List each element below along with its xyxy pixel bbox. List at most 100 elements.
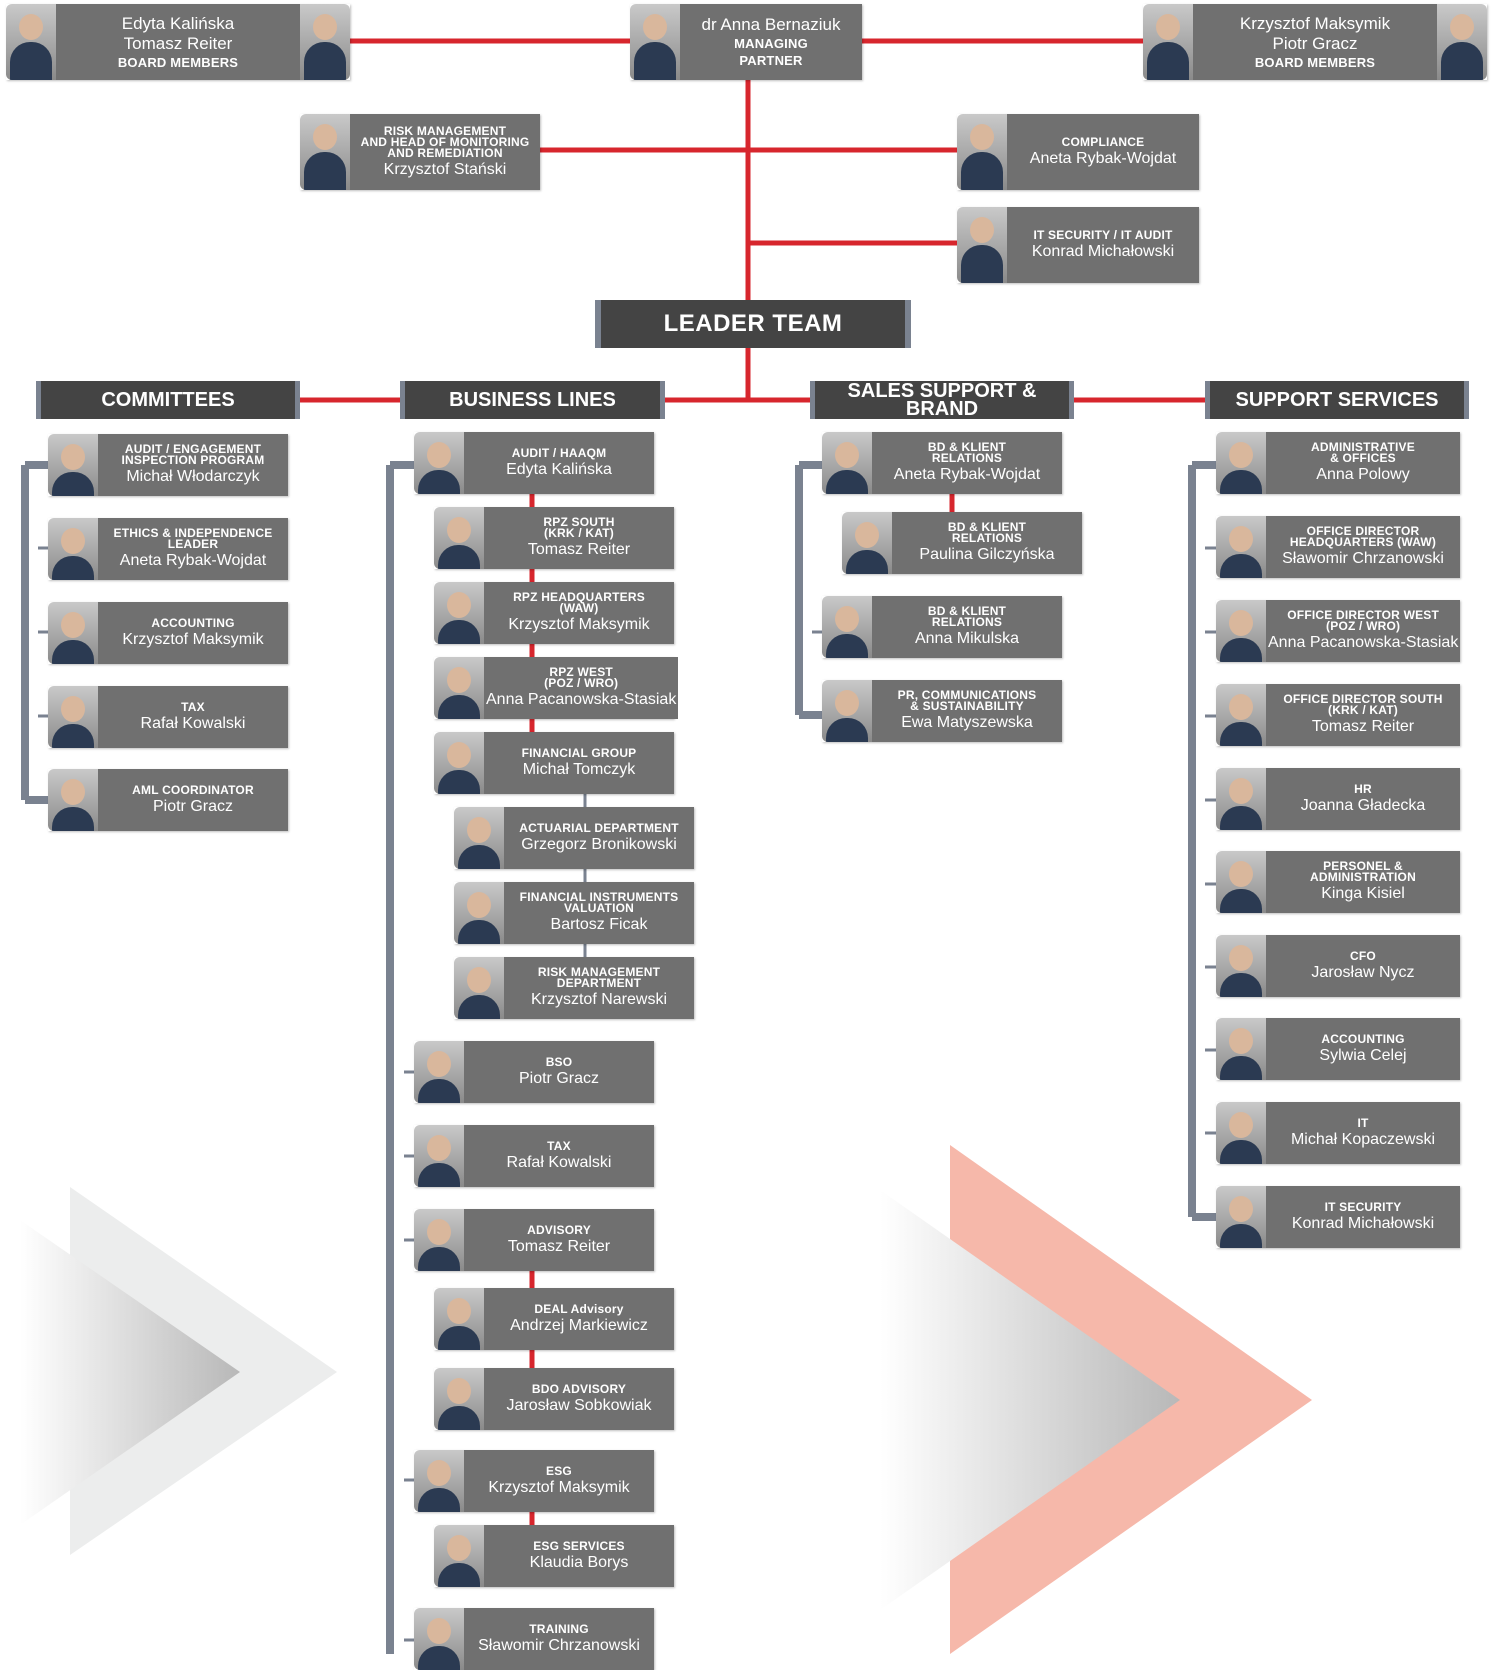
card-role: AUDIT / ENGAGEMENT INSPECTION PROGRAM (121, 442, 265, 467)
card-name: Bartosz Ficak (550, 916, 648, 933)
board-role: BOARD MEMBERS (117, 54, 239, 70)
card-role: AUDIT / HAAQM (511, 445, 607, 460)
portrait-photo (300, 4, 350, 80)
section-business-lines: BUSINESS LINES (400, 381, 665, 419)
portrait-photo (414, 1125, 464, 1187)
card-name: Paulina Gilczyńska (919, 546, 1055, 563)
card-role: IT SECURITY / IT AUDIT (1033, 227, 1173, 242)
card-name: Tomasz Reiter (527, 541, 631, 558)
card-name: Krzysztof Maksymik (488, 1478, 630, 1496)
support-service-card: OFFICE DIRECTOR WEST (POZ / WRO)Anna Pac… (1216, 600, 1461, 662)
section-title: BUSINESS LINES (449, 389, 616, 411)
card-role: ETHICS & INDEPENDENCE LEADER (113, 526, 273, 551)
card-role: RPZ WEST (POZ / WRO) (544, 665, 619, 690)
card-name: Michał Włodarczyk (126, 468, 260, 485)
card-name: Kinga Kisiel (1321, 885, 1405, 902)
card-role: ADVISORY (527, 1222, 591, 1237)
card-role: BDO ADVISORY (531, 1381, 627, 1396)
portrait-photo (957, 114, 1007, 190)
card-role: OFFICE DIRECTOR SOUTH (KRK / KAT) (1283, 692, 1443, 717)
portrait-photo (434, 507, 484, 569)
card-name: Tomasz Reiter (1311, 718, 1415, 735)
card-role: ESG (546, 1463, 572, 1478)
card-role: ESG SERVICES (533, 1538, 625, 1553)
portrait-photo (1216, 851, 1266, 913)
card-compliance: COMPLIANCE Aneta Rybak-Wojdat (957, 114, 1199, 190)
card-role: IT SECURITY (1324, 1199, 1402, 1214)
card-role: HR (1354, 781, 1372, 796)
card-role: PERSONEL & ADMINISTRATION (1310, 859, 1416, 884)
card-name: Aneta Rybak-Wojdat (893, 466, 1041, 483)
card-name: Krzysztof Maksymik (122, 630, 264, 648)
section-title: SUPPORT SERVICES (1235, 389, 1439, 411)
card-role: IT (1357, 1115, 1369, 1130)
chevron-gradient-left (20, 1220, 240, 1525)
portrait-photo (434, 582, 484, 644)
card-name: Grzegorz Bronikowski (521, 835, 677, 853)
portrait-photo (414, 432, 464, 494)
portrait-photo (1216, 432, 1266, 494)
card-name: Michał Kopaczewski (1290, 1130, 1436, 1148)
portrait-photo (1216, 768, 1266, 830)
card-name: Edyta Kalińska (506, 460, 612, 478)
card-role: FINANCIAL INSTRUMENTS VALUATION (519, 890, 679, 915)
card-name: Krzysztof Narewski (530, 991, 668, 1008)
card-role: CFO (1350, 948, 1376, 963)
section-title: SALES SUPPORT & BRAND (847, 380, 1037, 420)
card-role: RISK MANAGEMENT DEPARTMENT (537, 965, 661, 990)
card-name: Anna Mikulska (914, 630, 1020, 647)
portrait-photo (1216, 600, 1266, 662)
card-name: Konrad Michałowski (1031, 242, 1175, 260)
card-name: Klaudia Borys (529, 1553, 629, 1571)
card-name: Aneta Rybak-Wojdat (1029, 149, 1177, 167)
leader-team-header: LEADER TEAM (595, 300, 911, 348)
portrait-photo (454, 882, 504, 944)
card-it-security-audit: IT SECURITY / IT AUDIT Konrad Michałowsk… (957, 207, 1199, 283)
card-name: Rafał Kowalski (506, 1153, 612, 1171)
portrait-photo (454, 957, 504, 1019)
portrait-photo (414, 1450, 464, 1512)
portrait-photo (414, 1041, 464, 1103)
portrait-photo (434, 1368, 484, 1430)
support-service-card: OFFICE DIRECTOR HEADQUARTERS (WAW)Sławom… (1216, 516, 1460, 578)
portrait-photo (434, 1525, 484, 1587)
card-role: RPZ SOUTH (KRK / KAT) (543, 515, 615, 540)
card-name: Rafał Kowalski (140, 714, 246, 732)
card-name: Anna Polowy (1316, 466, 1410, 483)
card-name: Piotr Gracz (518, 1069, 599, 1087)
portrait-photo (822, 596, 872, 658)
card-role: RISK MANAGEMENT AND HEAD OF MONITORING A… (360, 123, 530, 160)
board-members-right: Krzysztof Maksymik Piotr Gracz BOARD MEM… (1143, 4, 1487, 80)
card-name: Piotr Gracz (152, 797, 233, 815)
card-name: Konrad Michałowski (1291, 1214, 1435, 1232)
portrait-photo (822, 680, 872, 742)
card-name: Joanna Gładecka (1300, 796, 1426, 814)
portrait-photo (1216, 1102, 1266, 1164)
card-role: ACCOUNTING (151, 615, 235, 630)
card-name: Aneta Rybak-Wojdat (119, 552, 267, 569)
card-name: Jarosław Nycz (1311, 963, 1415, 981)
portrait-photo (434, 1288, 484, 1350)
card-name: Sylwia Celej (1319, 1046, 1407, 1064)
card-name: Tomasz Reiter (507, 1237, 611, 1255)
card-name: Andrzej Markiewicz (510, 1316, 648, 1334)
card-role: BD & KLIENT RELATIONS (927, 440, 1007, 465)
section-support-services: SUPPORT SERVICES (1205, 381, 1469, 419)
card-role: COMPLIANCE (1061, 134, 1145, 149)
portrait-photo (957, 207, 1007, 283)
portrait-photo (842, 512, 892, 574)
